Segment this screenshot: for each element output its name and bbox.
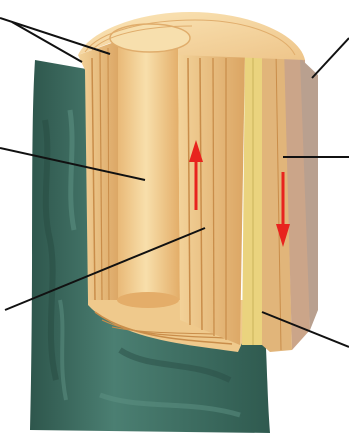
phloem-layer bbox=[242, 50, 262, 345]
leader-line-bark-top bbox=[312, 38, 349, 78]
outer-bark-layers bbox=[262, 45, 318, 352]
leader-line-top-left-1 bbox=[0, 18, 110, 54]
heartwood-core bbox=[117, 40, 180, 308]
xylem-strips bbox=[178, 55, 245, 345]
